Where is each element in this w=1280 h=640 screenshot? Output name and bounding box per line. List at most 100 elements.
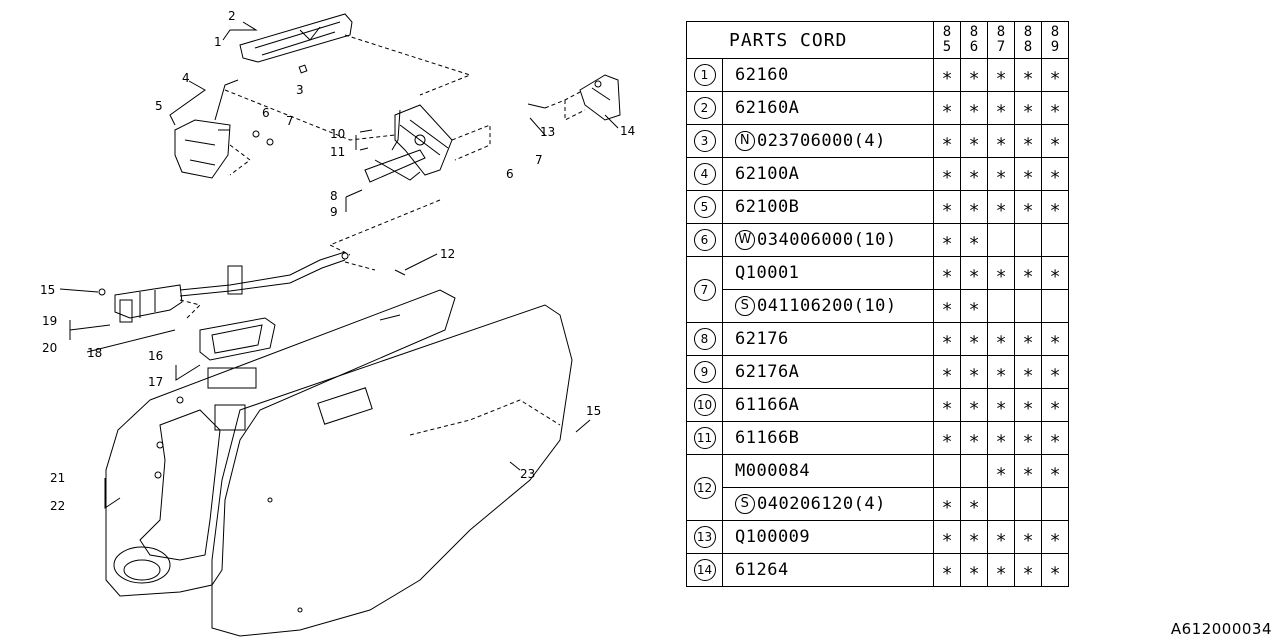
availability-mark: ∗ — [995, 97, 1007, 119]
part-code-cell: 61166A — [722, 388, 934, 422]
callout-14: 14 — [620, 124, 635, 138]
year-availability-cell: ∗ — [960, 157, 988, 191]
year-availability-cell: ∗ — [933, 58, 961, 92]
part-code: M000084 — [735, 461, 811, 481]
callout-20: 20 — [42, 341, 57, 355]
availability-mark: ∗ — [968, 493, 980, 515]
year-availability-cell: ∗ — [1014, 355, 1042, 389]
year-availability-cell: ∗ — [1014, 553, 1042, 587]
part-prefix-circle: N — [735, 131, 755, 151]
availability-mark: ∗ — [941, 229, 953, 251]
year-availability-cell — [1014, 289, 1042, 323]
availability-mark: ∗ — [968, 229, 980, 251]
part-index-circle: 10 — [693, 394, 716, 416]
year-availability-cell: ∗ — [987, 91, 1015, 125]
year-availability-cell: ∗ — [987, 421, 1015, 455]
part-index-cell: 4 — [686, 157, 723, 191]
year-availability-cell: ∗ — [1041, 454, 1069, 488]
part-index-circle: 8 — [693, 328, 716, 350]
year-availability-cell: ∗ — [933, 487, 961, 521]
availability-mark: ∗ — [1049, 97, 1061, 119]
year-availability-cell: ∗ — [933, 520, 961, 554]
availability-mark: ∗ — [1022, 427, 1034, 449]
door-latch-assembly — [364, 104, 453, 183]
callout-15b: 15 — [586, 404, 601, 418]
door-striker — [579, 74, 621, 121]
availability-mark: ∗ — [995, 328, 1007, 350]
year-availability-cell: ∗ — [987, 454, 1015, 488]
callout-6: 6 — [262, 106, 270, 120]
year-availability-cell: ∗ — [960, 487, 988, 521]
part-code-cell: 61166B — [722, 421, 934, 455]
callout-16: 16 — [148, 349, 163, 363]
year-availability-cell: ∗ — [1041, 355, 1069, 389]
availability-mark: ∗ — [1022, 262, 1034, 284]
year-availability-cell: ∗ — [987, 355, 1015, 389]
availability-mark: ∗ — [968, 130, 980, 152]
availability-mark: ∗ — [941, 394, 953, 416]
availability-mark: ∗ — [1049, 130, 1061, 152]
year-availability-cell — [1014, 487, 1042, 521]
availability-mark: ∗ — [1049, 526, 1061, 548]
year-availability-cell: ∗ — [933, 124, 961, 158]
year-availability-cell: ∗ — [1014, 190, 1042, 224]
availability-mark: ∗ — [1049, 262, 1061, 284]
part-index-cell: 14 — [686, 553, 723, 587]
year-availability-cell: ∗ — [1041, 157, 1069, 191]
availability-mark: ∗ — [995, 394, 1007, 416]
availability-mark: ∗ — [1022, 196, 1034, 218]
availability-mark: ∗ — [1049, 163, 1061, 185]
part-code: 034006000(10) — [757, 230, 897, 250]
availability-mark: ∗ — [1049, 427, 1061, 449]
year-availability-cell: ∗ — [960, 289, 988, 323]
diagram-reference-code: A612000034 — [1170, 620, 1272, 638]
part-index-circle: 2 — [693, 97, 716, 119]
part-index-circle: 1 — [693, 64, 716, 86]
door-pull-cup — [199, 317, 276, 361]
year-availability-cell: ∗ — [1014, 58, 1042, 92]
availability-mark: ∗ — [1022, 130, 1034, 152]
part-code-cell: Q10001 — [722, 256, 934, 290]
availability-mark: ∗ — [941, 526, 953, 548]
availability-mark: ∗ — [1022, 460, 1034, 482]
availability-mark: ∗ — [1022, 64, 1034, 86]
part-code: Q10001 — [735, 263, 800, 283]
part-prefix-circle: S — [735, 296, 755, 316]
year-availability-cell: ∗ — [1041, 520, 1069, 554]
availability-mark: ∗ — [995, 559, 1007, 581]
year-availability-cell: ∗ — [1041, 124, 1069, 158]
year-availability-cell — [987, 223, 1015, 257]
availability-mark: ∗ — [941, 361, 953, 383]
part-prefix-circle: S — [735, 494, 755, 514]
part-index-cell: 11 — [686, 421, 723, 455]
year-availability-cell — [1041, 289, 1069, 323]
part-index-circle: 9 — [693, 361, 716, 383]
callout-3: 3 — [296, 83, 304, 97]
availability-mark: ∗ — [1022, 394, 1034, 416]
availability-mark: ∗ — [941, 328, 953, 350]
year-availability-cell: ∗ — [933, 322, 961, 356]
availability-mark: ∗ — [1022, 526, 1034, 548]
part-code-cell: 62160A — [722, 91, 934, 125]
availability-mark: ∗ — [941, 559, 953, 581]
part-index-cell: 3 — [686, 124, 723, 158]
door-trim-panel — [105, 289, 456, 597]
callout-5: 5 — [155, 99, 163, 113]
year-availability-cell: ∗ — [960, 553, 988, 587]
year-availability-cell: ∗ — [1014, 454, 1042, 488]
year-availability-cell: ∗ — [1041, 256, 1069, 290]
callout-22: 22 — [50, 499, 65, 513]
availability-mark: ∗ — [941, 97, 953, 119]
